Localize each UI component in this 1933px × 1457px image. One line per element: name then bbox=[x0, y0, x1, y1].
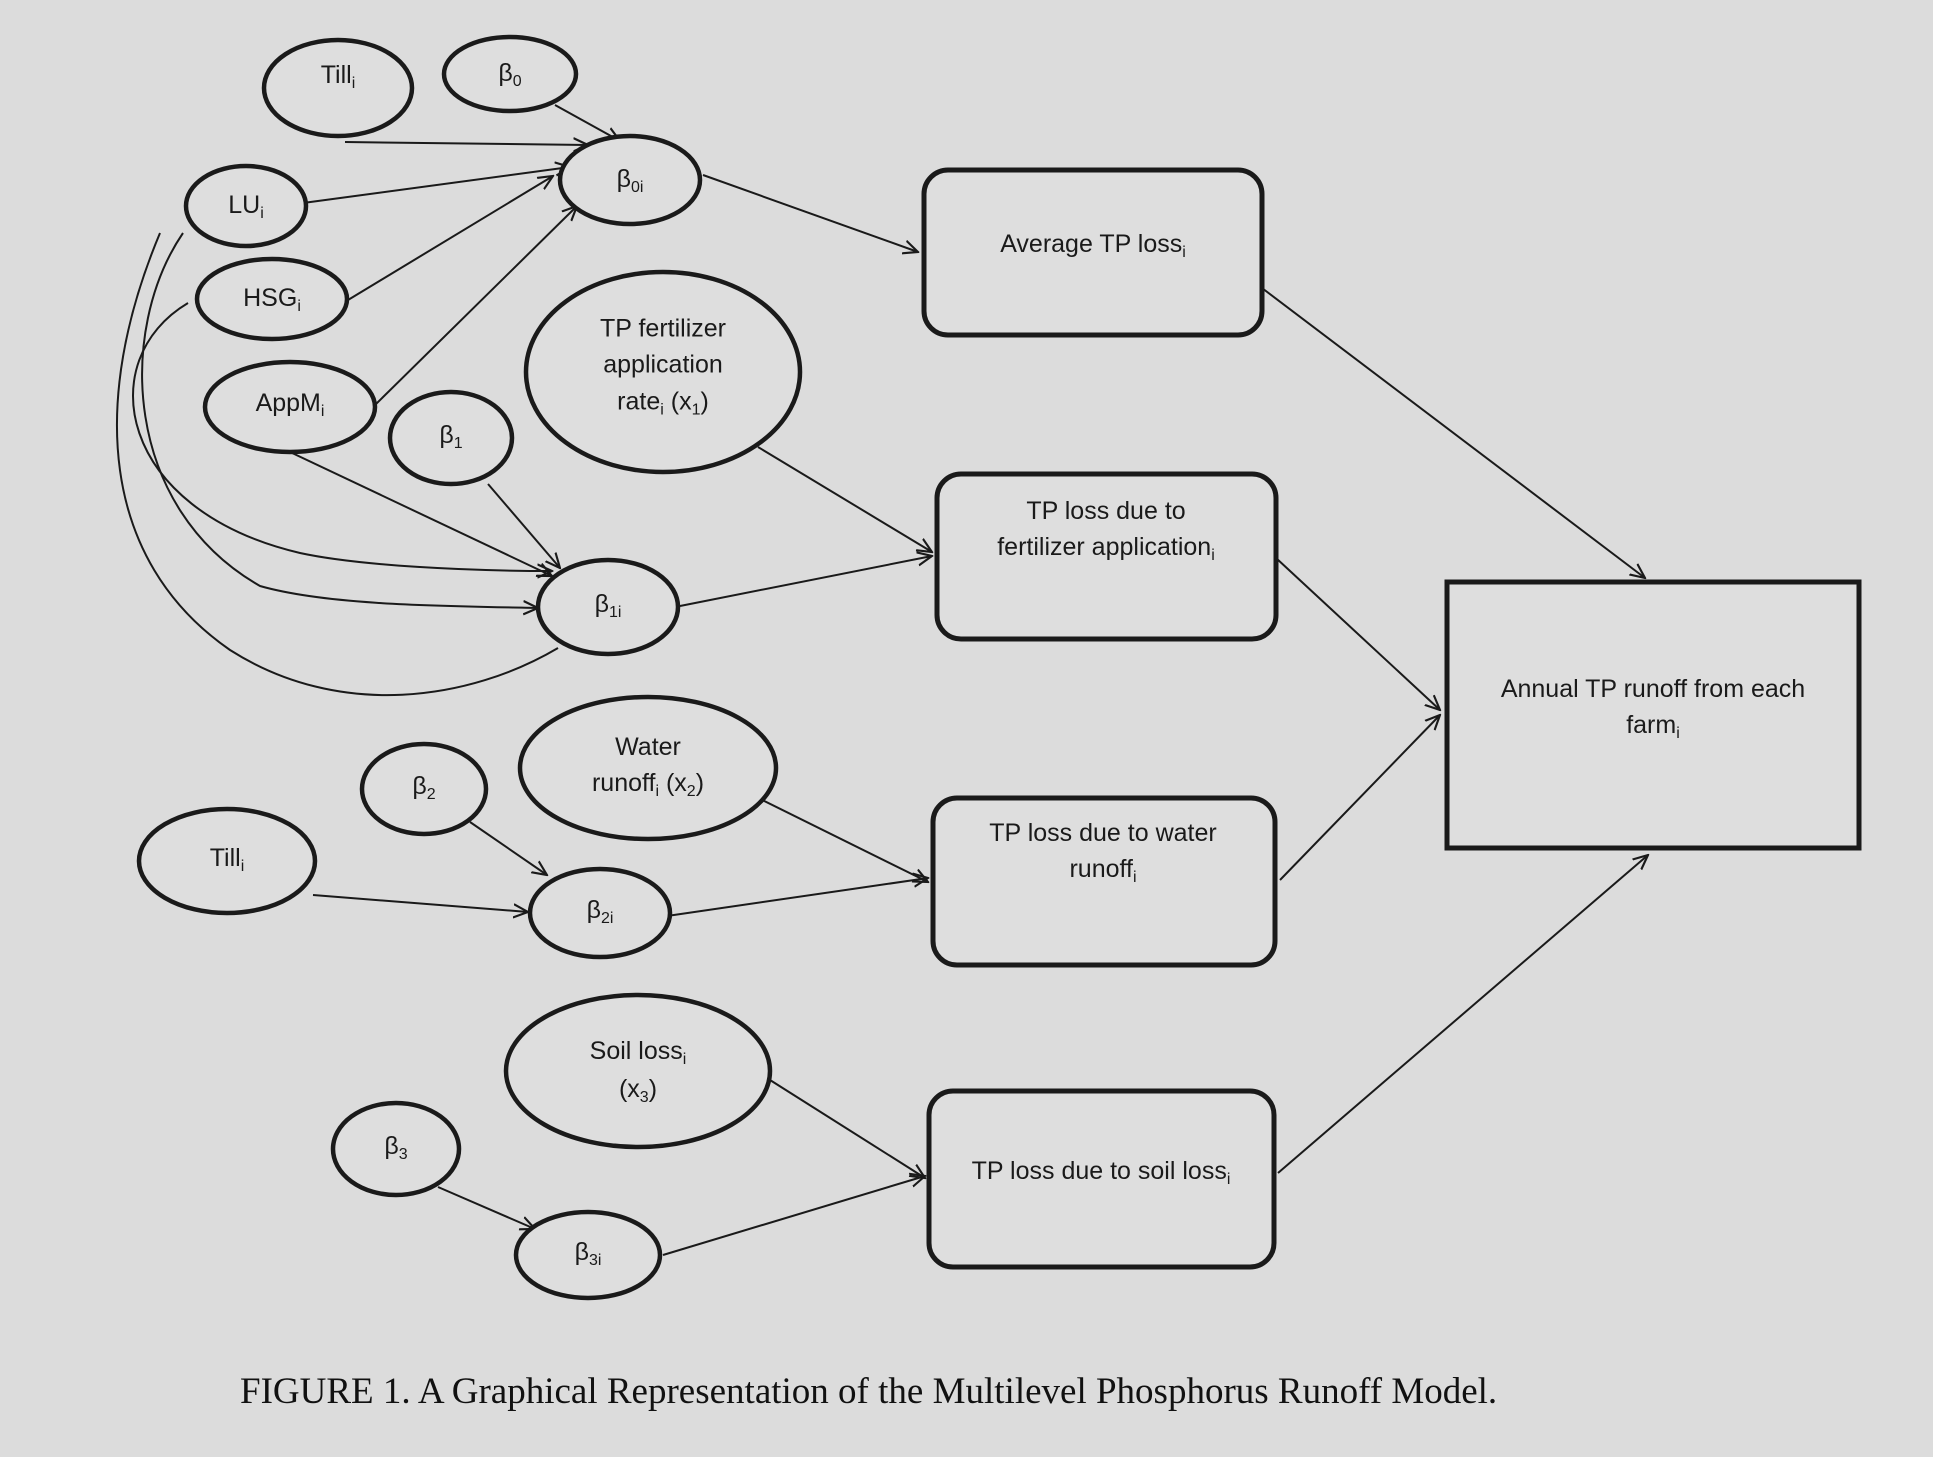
till-top-node bbox=[261, 37, 415, 139]
beta0-node bbox=[441, 34, 579, 114]
beta2i-node bbox=[527, 866, 673, 960]
tp-fert-rate-node bbox=[523, 269, 803, 475]
beta1i-node bbox=[535, 557, 681, 657]
edge-appm-to-beta1i bbox=[289, 451, 552, 576]
water-runoff-label: Water runoffi (x2) bbox=[591, 732, 705, 801]
beta0i-label: β0i bbox=[616, 164, 644, 196]
edge-avg-to-annual bbox=[1257, 284, 1645, 578]
till-top-label: Tilli bbox=[320, 60, 356, 92]
beta2-label: β2 bbox=[412, 771, 436, 803]
edge-fertrate-to-fertbox bbox=[757, 446, 932, 552]
figure-caption: FIGURE 1. A Graphical Representation of … bbox=[240, 1371, 1498, 1412]
beta2i-label: β2i bbox=[586, 895, 614, 927]
edge-beta1i-to-fertbox bbox=[679, 556, 932, 607]
edge-till-to-beta2i bbox=[312, 894, 528, 912]
annual-tp-label: Annual TP runoff from each farmi bbox=[1500, 674, 1806, 743]
edge-fert-to-annual bbox=[1275, 557, 1440, 710]
avg-tp-loss-box bbox=[921, 167, 1265, 338]
edge-beta0-to-beta0i bbox=[554, 104, 620, 141]
beta0-label: β0 bbox=[498, 58, 522, 90]
ellipse-nodes bbox=[136, 34, 803, 1301]
beta3i-node bbox=[513, 1209, 663, 1301]
edge-lu-to-beta1i bbox=[141, 232, 538, 608]
tp-loss-water-label: TP loss due to water runoffi bbox=[989, 818, 1217, 887]
edge-till-to-beta0i bbox=[344, 142, 588, 145]
appm-label: AppMi bbox=[255, 388, 325, 420]
beta3i-label: β3i bbox=[574, 1237, 602, 1269]
appm-node bbox=[202, 359, 378, 455]
tp-loss-soil-label: TP loss due to soil lossi bbox=[971, 1156, 1231, 1188]
beta0i-node bbox=[557, 133, 703, 227]
edge-beta1-to-beta1i bbox=[487, 483, 560, 568]
tp-loss-soil-box bbox=[926, 1088, 1277, 1270]
till-bottom-label: Tilli bbox=[209, 843, 245, 875]
till-bottom-node bbox=[136, 806, 318, 916]
beta2-node bbox=[359, 741, 489, 837]
rect-boxes bbox=[921, 167, 1862, 1270]
beta3-label: β3 bbox=[384, 1131, 408, 1163]
soil-loss-node bbox=[503, 992, 773, 1150]
edge-beta2-to-beta2i bbox=[469, 821, 547, 875]
edges bbox=[115, 104, 1648, 1256]
edge-hsg-to-beta0i bbox=[347, 176, 553, 301]
beta3-node bbox=[330, 1100, 462, 1198]
edge-hsg-to-beta1i bbox=[132, 302, 552, 571]
edge-beta2i-to-waterbox bbox=[666, 878, 928, 917]
edge-waterrunoff-to-waterbox bbox=[741, 789, 928, 882]
lu-label: LUi bbox=[228, 190, 264, 222]
avg-tp-loss-label: Average TP lossi bbox=[1000, 229, 1186, 261]
beta1-node bbox=[387, 389, 515, 487]
tp-loss-fert-box bbox=[934, 471, 1279, 642]
edge-till-curve bbox=[115, 232, 559, 697]
tp-loss-water-box bbox=[930, 795, 1278, 968]
beta1i-label: β1i bbox=[594, 589, 622, 621]
annual-tp-box bbox=[1444, 579, 1862, 851]
tp-fert-rate-label: TP fertilizer application ratei (x1) bbox=[600, 314, 726, 419]
hsg-label: HSGi bbox=[243, 283, 301, 315]
edge-beta3-to-beta3i bbox=[437, 1186, 535, 1229]
edge-appm-to-beta0i bbox=[374, 206, 577, 406]
edge-soil-to-annual bbox=[1277, 855, 1648, 1174]
edge-beta3i-to-soilbox bbox=[662, 1176, 925, 1256]
lu-node bbox=[183, 163, 309, 249]
beta1-label: β1 bbox=[439, 420, 463, 452]
edge-soilloss-to-soilbox bbox=[769, 1079, 925, 1178]
edge-beta0i-to-avg bbox=[702, 174, 918, 252]
hsg-node bbox=[194, 256, 350, 342]
soil-loss-label: Soil lossi (x3) bbox=[589, 1036, 687, 1106]
tp-loss-fert-label: TP loss due to fertilizer applicationi bbox=[997, 496, 1215, 565]
edge-water-to-annual bbox=[1279, 715, 1440, 881]
edge-lu-to-beta0i bbox=[302, 167, 570, 204]
water-runoff-node bbox=[517, 694, 779, 842]
